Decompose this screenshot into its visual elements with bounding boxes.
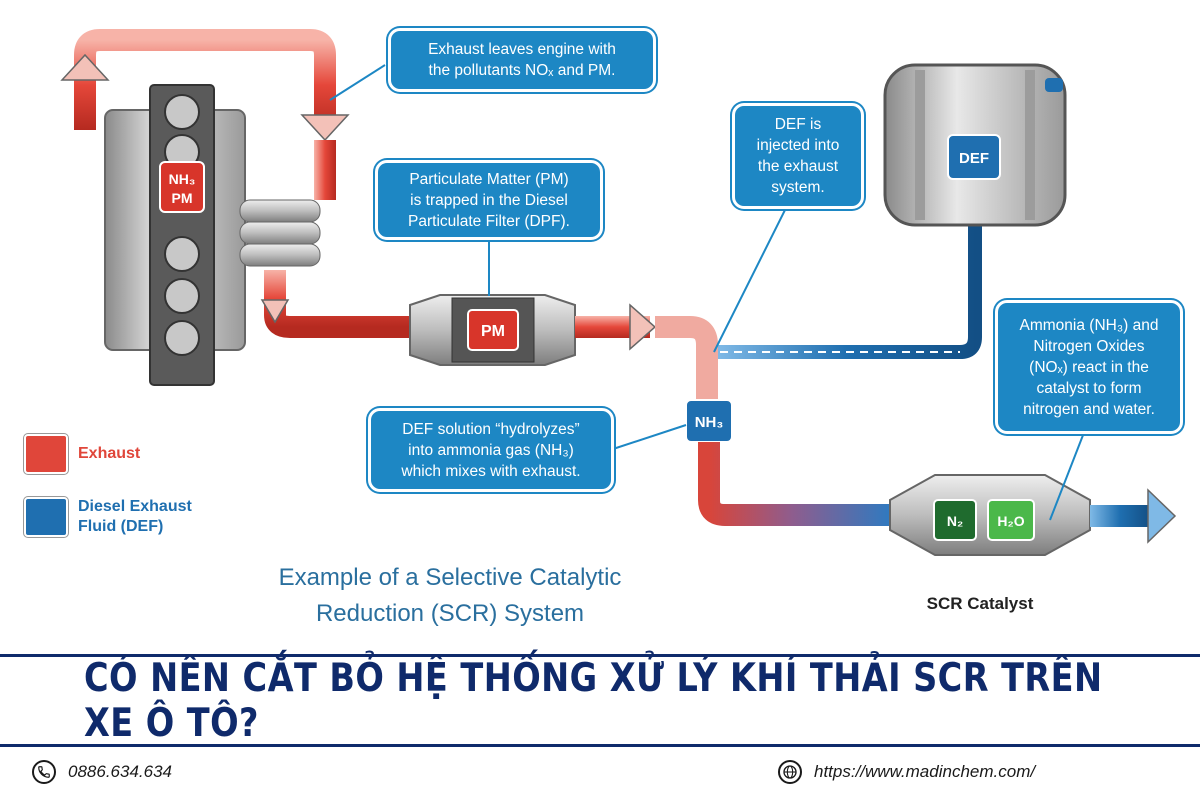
scr-diagram: NH₃ PM PM NH₃ DEF N₂ H₂O (60, 29, 1177, 556)
callout-react-text: Ammonia (NH₃) and Nitrogen Oxides (NOₓ) … (1019, 316, 1159, 418)
exhaust-down-pipe (314, 140, 336, 200)
nh3-node-label: NH₃ (695, 414, 724, 431)
leader-exhaust (329, 64, 386, 101)
callout-hydrolyzes-text: DEF solution “hydrolyzes” into ammonia g… (401, 420, 581, 480)
def-tank (883, 63, 1067, 227)
dpf-label: PM (481, 323, 505, 340)
exhaust-arrow-down-2 (260, 299, 290, 324)
callout-exhaust-leaves-text: Exhaust leaves engine with the pollutant… (428, 41, 616, 79)
callout-def-injected-text: DEF is injected into the exhaust system. (756, 116, 840, 196)
scr-catalyst-label: SCR Catalyst (926, 594, 1034, 613)
legend-swatch-def (24, 497, 68, 537)
footer-phone-text: 0886.634.634 (68, 762, 172, 781)
leader-react (1049, 429, 1086, 521)
h2o-label: H₂O (997, 513, 1024, 529)
callout-pm-trapped-text: Particulate Matter (PM) is trapped in th… (408, 170, 570, 230)
def-line (718, 225, 982, 359)
leader-hydrolyzes (609, 424, 687, 451)
legend-swatch-exhaust (24, 434, 68, 474)
engine-nh3-label: NH₃ (169, 171, 196, 187)
exhaust-arrow-right (629, 303, 657, 351)
leader-def (713, 199, 791, 353)
turbocharger (239, 199, 321, 267)
n2-label: N₂ (947, 513, 963, 529)
footer-website[interactable]: https://www.madinchem.com/ (778, 760, 1035, 784)
headline-rule-top (0, 654, 1200, 657)
callout-hydrolyzes: DEF solution “hydrolyzes” into ammonia g… (368, 408, 614, 492)
legend-label-exhaust: Exhaust (78, 445, 141, 462)
phone-icon (32, 760, 56, 784)
exhaust-arrow-down (300, 114, 350, 142)
engine-pm-label: PM (172, 190, 193, 206)
mixed-pipe (698, 442, 895, 526)
clean-exhaust-pipe (1090, 505, 1150, 527)
clean-exhaust-arrow (1147, 488, 1177, 544)
exhaust-top-loop (74, 29, 336, 130)
dpf-filter (409, 294, 576, 366)
legend-exhaust: Exhaust (24, 434, 140, 474)
engine-block (104, 84, 246, 386)
callout-def-injected: DEF is injected into the exhaust system. (732, 103, 864, 209)
legend-label-def: Diesel Exhaust Fluid (DEF) (78, 498, 192, 535)
def-tank-label: DEF (959, 150, 989, 167)
exhaust-pipe-bend (655, 316, 718, 400)
callout-exhaust-leaves: Exhaust leaves engine with the pollutant… (388, 28, 656, 92)
headline: CÓ NÊN CẮT BỎ HỆ THỐNG XỬ LÝ KHÍ THẢI SC… (84, 656, 1103, 746)
legend-def: Diesel Exhaust Fluid (DEF) (24, 497, 192, 537)
exhaust-pipe-to-dpf (264, 270, 425, 338)
footer-phone[interactable]: 0886.634.634 (32, 760, 172, 784)
headline-rule-bottom (0, 744, 1200, 747)
globe-icon (778, 760, 802, 784)
callout-pm-trapped: Particulate Matter (PM) is trapped in th… (375, 160, 603, 240)
diagram-caption: Example of a Selective Catalytic Reducti… (278, 564, 622, 627)
exhaust-arrow-up (60, 53, 110, 81)
footer-website-text: https://www.madinchem.com/ (814, 762, 1036, 781)
scr-catalyst (889, 474, 1091, 556)
callout-react: Ammonia (NH₃) and Nitrogen Oxides (NOₓ) … (995, 300, 1183, 434)
